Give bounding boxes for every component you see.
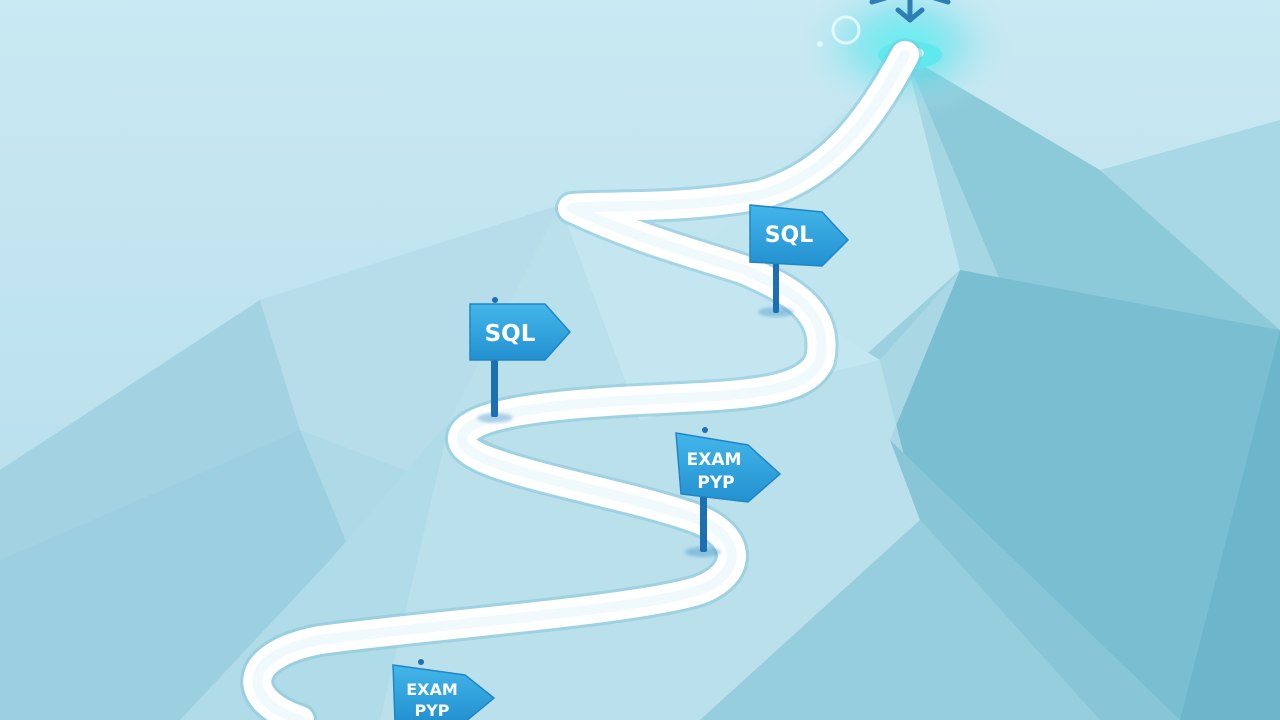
snowflake-icon <box>869 0 951 23</box>
sign-label: SQL <box>765 223 814 248</box>
winding-trail <box>240 38 922 720</box>
signpost-sql-upper: SQL <box>749 204 850 317</box>
sign-label-line2: PYP <box>697 473 734 493</box>
signpost-exam-pyp-lower: EXAM PYP <box>392 659 496 720</box>
sign-label-line2: PYP <box>414 701 449 720</box>
signpost-sql-middle: SQL <box>469 297 572 423</box>
signpost-exam-pyp: EXAM PYP <box>675 427 782 557</box>
sign-label-line1: EXAM <box>406 680 458 699</box>
sign-label-line1: EXAM <box>687 450 742 470</box>
sign-label: SQL <box>485 321 536 347</box>
